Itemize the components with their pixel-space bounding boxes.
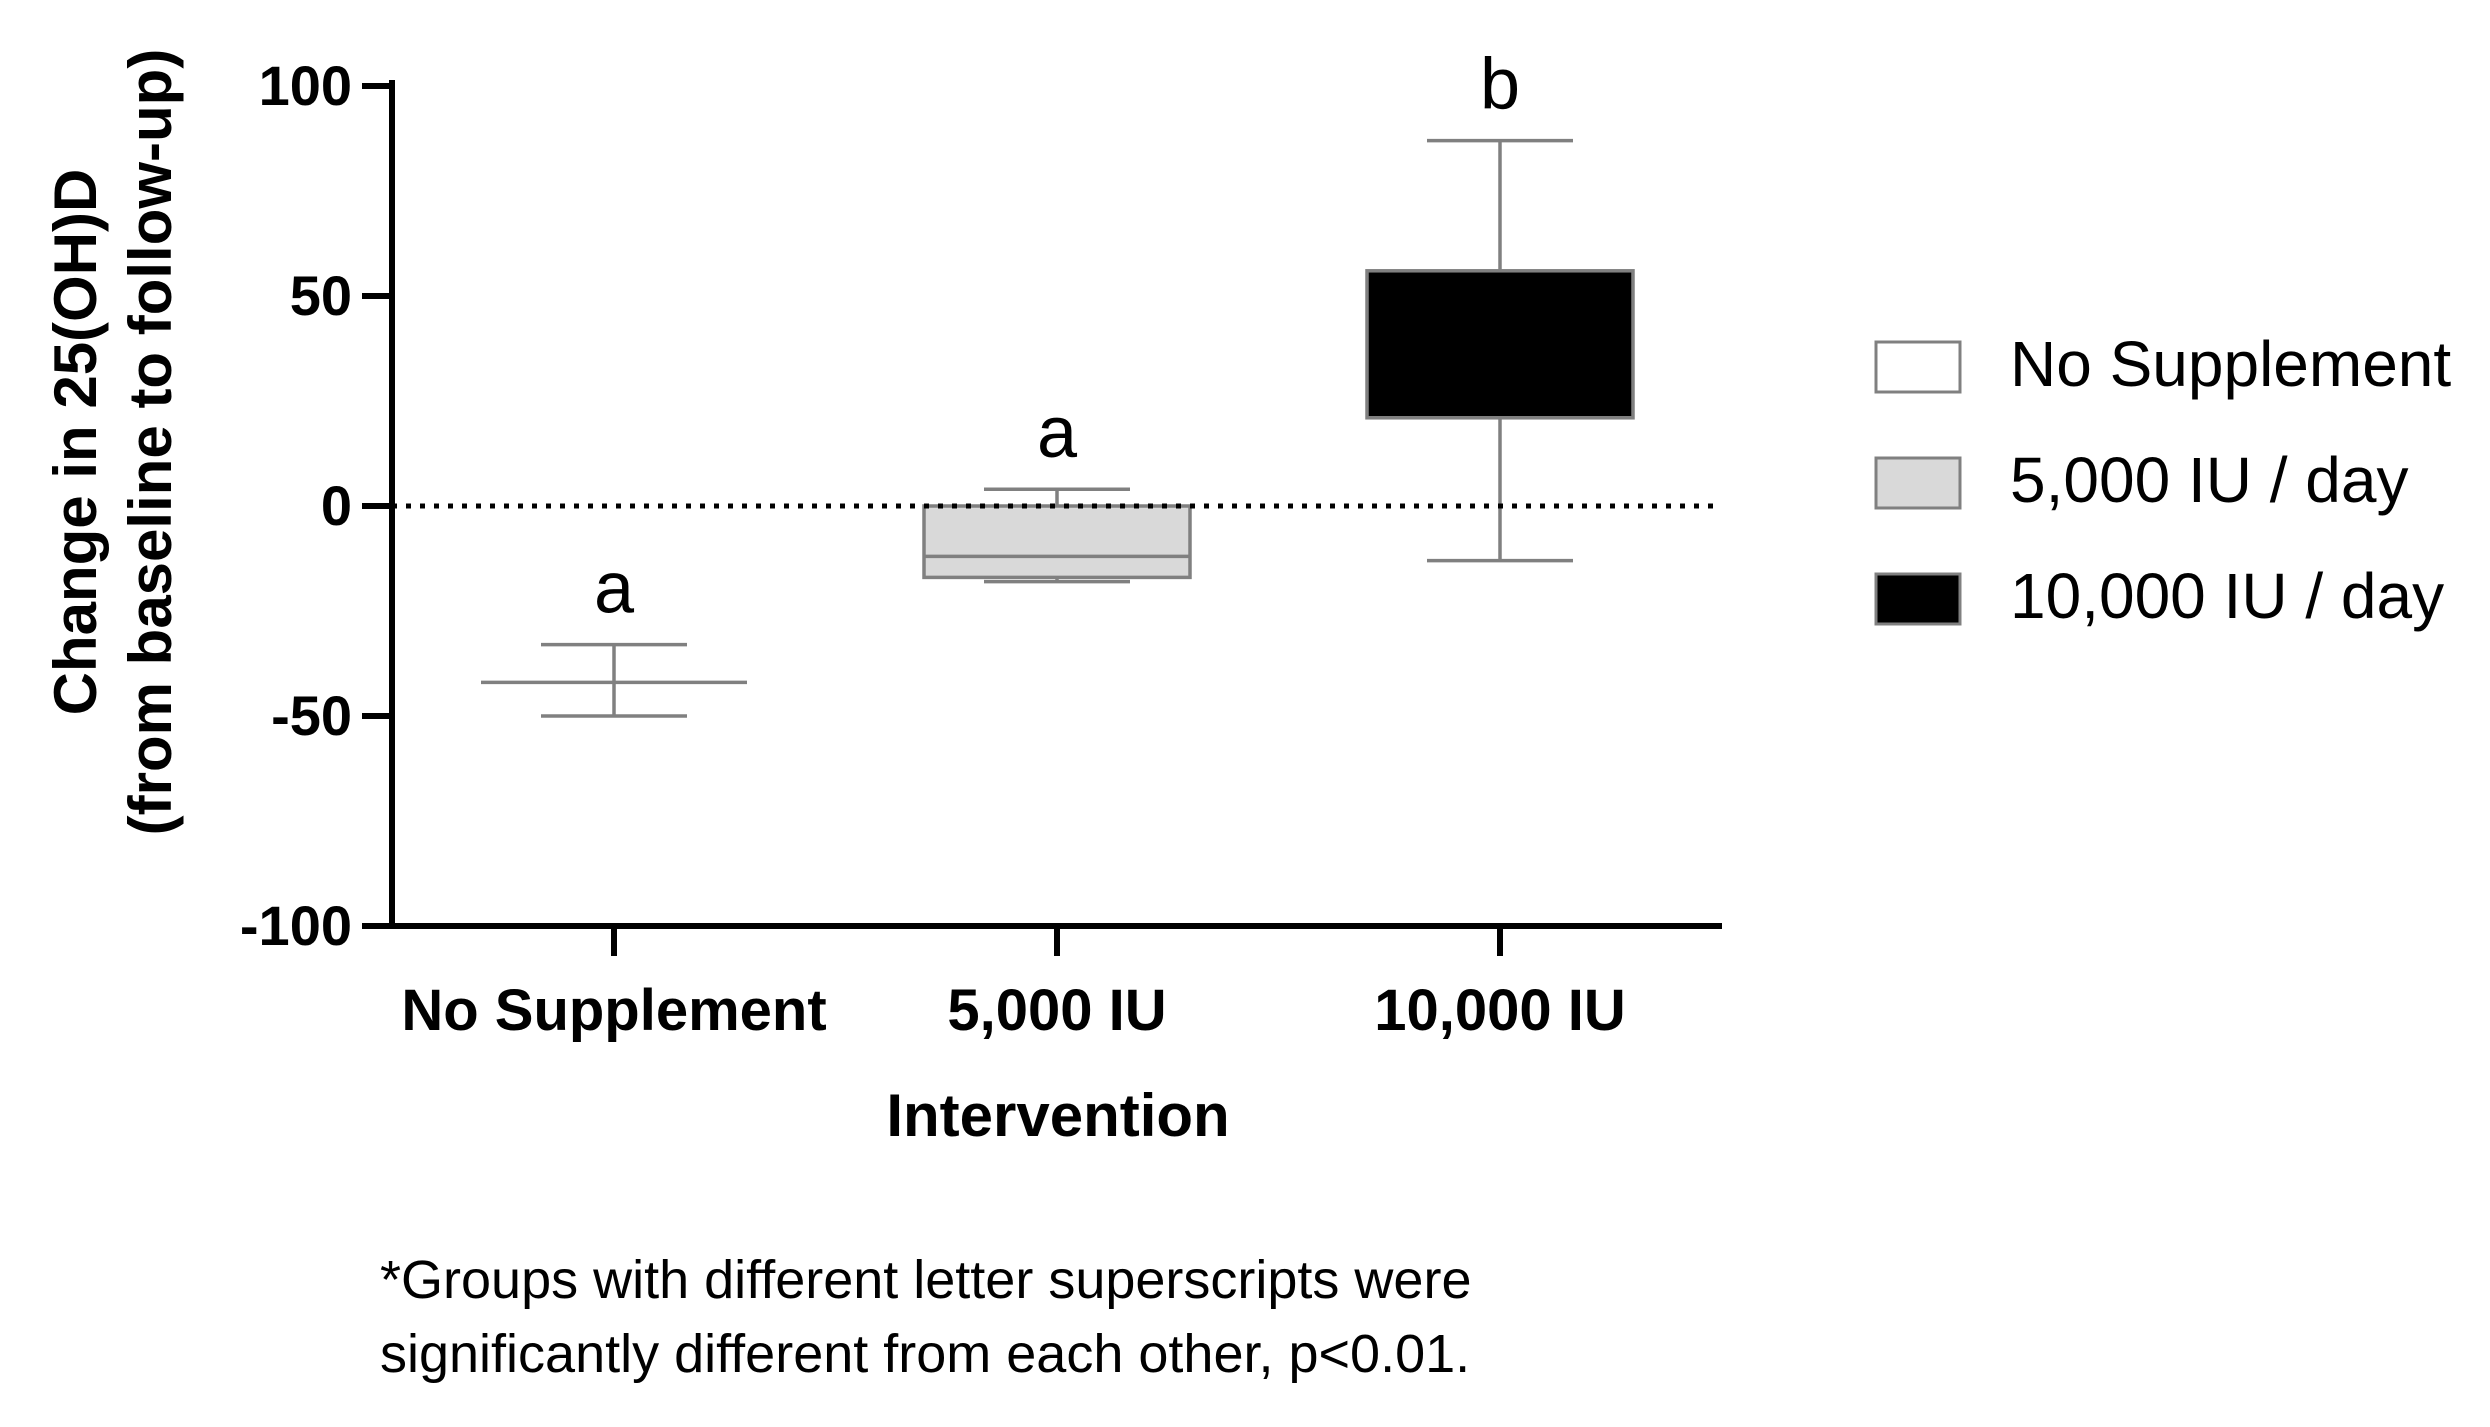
legend-swatch [1874, 456, 1962, 510]
box-group [922, 487, 1192, 584]
y-tick-label: 50 [290, 264, 352, 327]
x-tick-label: 10,000 IU [1374, 978, 1626, 1043]
legend-swatch [1874, 340, 1962, 394]
y-tick-label: -50 [271, 684, 352, 747]
box-group [1365, 138, 1635, 563]
x-tick-label: No Supplement [401, 978, 826, 1043]
y-tick-label: 100 [259, 54, 352, 117]
box-group [481, 642, 747, 718]
plot-area: 100 50 0 -50 -100 No Supplement 5,000 IU 10,000… [240, 45, 1722, 1043]
legend-label: 10,000 IU / day [2010, 560, 2444, 632]
y-axis-title-line-1: Change in 25(OH)D [42, 169, 109, 716]
significance-letter: a [1037, 393, 1078, 473]
significance-letter: b [1480, 45, 1520, 125]
y-tick-label: 0 [321, 474, 352, 537]
box-body [922, 504, 1192, 580]
box-body [1365, 269, 1635, 420]
legend-label: No Supplement [2010, 328, 2451, 400]
legend-label: 5,000 IU / day [2010, 444, 2408, 516]
footnote-line-2: significantly different from each other,… [380, 1324, 1470, 1384]
legend: No Supplement 5,000 IU / day 10,000 IU / d… [1874, 328, 2451, 632]
y-tick-label: -100 [240, 894, 352, 957]
x-tick-label: 5,000 IU [947, 978, 1166, 1043]
y-axis-title-line-2: (from baseline to follow-up) [117, 49, 184, 836]
x-axis-title: Intervention [886, 1082, 1229, 1149]
footnote-line-1: *Groups with different letter superscrip… [380, 1250, 1471, 1310]
significance-letter: a [594, 549, 635, 629]
legend-swatch [1874, 572, 1962, 626]
